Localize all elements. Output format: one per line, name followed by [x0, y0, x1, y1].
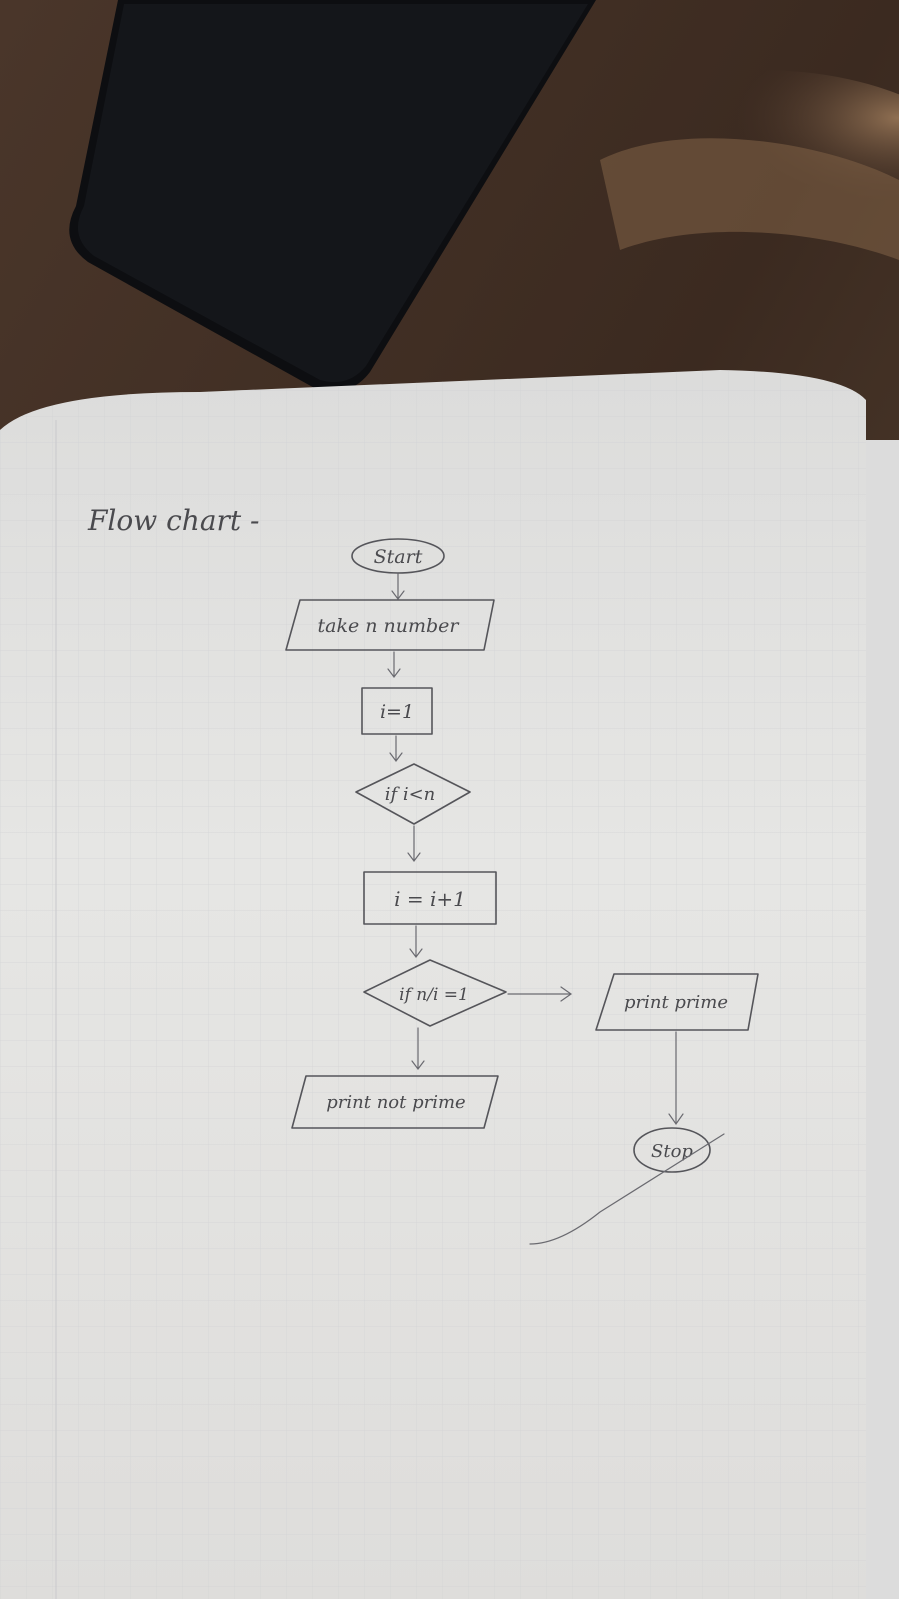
decision-diamond-2: [363, 959, 507, 1027]
stop-terminal: [633, 1127, 711, 1173]
increment-label: i = i+1: [394, 887, 466, 911]
flowchart: Start take n number i=1 if i<n i = i+1 i…: [285, 538, 759, 1245]
stop-label: Stop: [651, 1141, 693, 1162]
output-prime-label: print prime: [624, 992, 728, 1013]
page-heading: Flow chart -: [87, 504, 260, 537]
condition-2-label: if n/i =1: [399, 985, 469, 1005]
init-process-box: [361, 687, 433, 735]
output-not-prime-parallelogram: [291, 1075, 499, 1129]
stray-pencil-stroke: [529, 1133, 725, 1245]
start-terminal: [351, 538, 445, 574]
condition-1-label: if i<n: [385, 784, 436, 805]
input-label: take n number: [317, 615, 460, 637]
init-label: i=1: [380, 701, 414, 723]
input-parallelogram: [285, 599, 495, 651]
other-notebook-edge: [866, 440, 899, 1599]
output-prime-parallelogram: [595, 973, 759, 1031]
notebook-page: [0, 370, 866, 1599]
increment-process-box: [363, 871, 497, 925]
smartphone: [69, 0, 596, 392]
output-not-prime-label: print not prime: [326, 1092, 465, 1113]
decision-diamond-1: [355, 763, 471, 825]
start-label: Start: [374, 546, 423, 568]
